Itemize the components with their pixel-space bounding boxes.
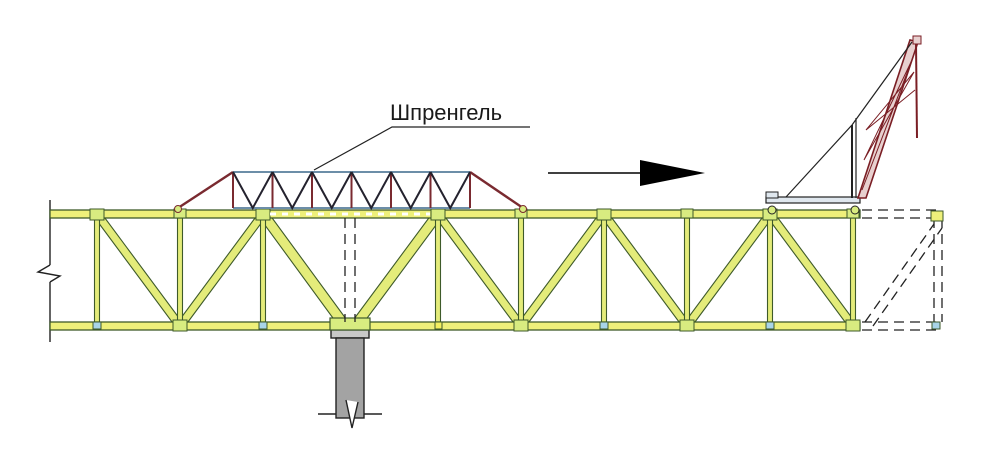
node-plate <box>430 208 446 221</box>
sprengel-diagonal <box>271 171 313 211</box>
web-diagonal <box>600 210 691 330</box>
web-vertical <box>849 213 857 327</box>
pier-vertical-dashed <box>344 218 356 322</box>
web-diagonal <box>517 210 608 330</box>
node-plate <box>596 208 612 221</box>
sprengel-end-strut <box>177 170 234 210</box>
web-vertical <box>434 213 442 327</box>
web-diagonal <box>766 210 857 330</box>
sprengel-diagonal <box>232 171 274 211</box>
node-plate-small <box>599 321 609 330</box>
pier-column <box>318 325 382 429</box>
sprengel-end-node <box>519 205 527 213</box>
web-vertical <box>600 213 608 327</box>
web-diagonal <box>350 210 443 330</box>
sprengel-end-strut <box>469 171 524 209</box>
truss-web-members <box>93 210 857 330</box>
web-diagonal <box>258 210 350 330</box>
web-vertical <box>259 213 267 327</box>
node-plate <box>679 319 695 332</box>
web-vertical <box>517 213 525 327</box>
future-node-plates <box>930 210 944 330</box>
sprengel-diagonal <box>311 171 353 211</box>
node-plate <box>513 319 529 332</box>
web-vertical <box>93 213 101 327</box>
node-plate <box>255 208 271 221</box>
node-plate <box>680 208 694 219</box>
node-plate <box>845 319 861 332</box>
sprengel-end-node <box>174 205 182 213</box>
sprengel-diagonal <box>390 171 432 211</box>
bottom-chord <box>49 321 861 331</box>
web-diagonal <box>93 210 184 330</box>
node-plate-small <box>434 321 443 330</box>
sprengel-truss <box>174 170 527 213</box>
direction-arrow <box>548 160 705 186</box>
node-plate-small <box>92 321 102 330</box>
top-chord <box>49 209 861 219</box>
web-diagonal <box>176 210 267 330</box>
pier-node-plate <box>329 317 371 331</box>
web-diagonal <box>683 210 774 330</box>
node-plate-small <box>765 321 775 330</box>
label-leader-line <box>313 126 530 171</box>
erection-crane <box>765 35 922 215</box>
web-vertical <box>766 213 774 327</box>
section-break-mark <box>36 200 62 342</box>
node-plate <box>172 319 188 332</box>
node-plate <box>89 208 105 221</box>
node-plate-small <box>258 321 268 330</box>
sprengel-diagonal <box>429 171 471 211</box>
web-vertical <box>683 213 691 327</box>
web-diagonal <box>434 210 525 330</box>
web-vertical <box>176 213 184 327</box>
sprengel-label: Шпренгель <box>390 100 502 125</box>
sprengel-diagonal <box>350 171 392 211</box>
future-panel-dashed <box>862 209 943 331</box>
